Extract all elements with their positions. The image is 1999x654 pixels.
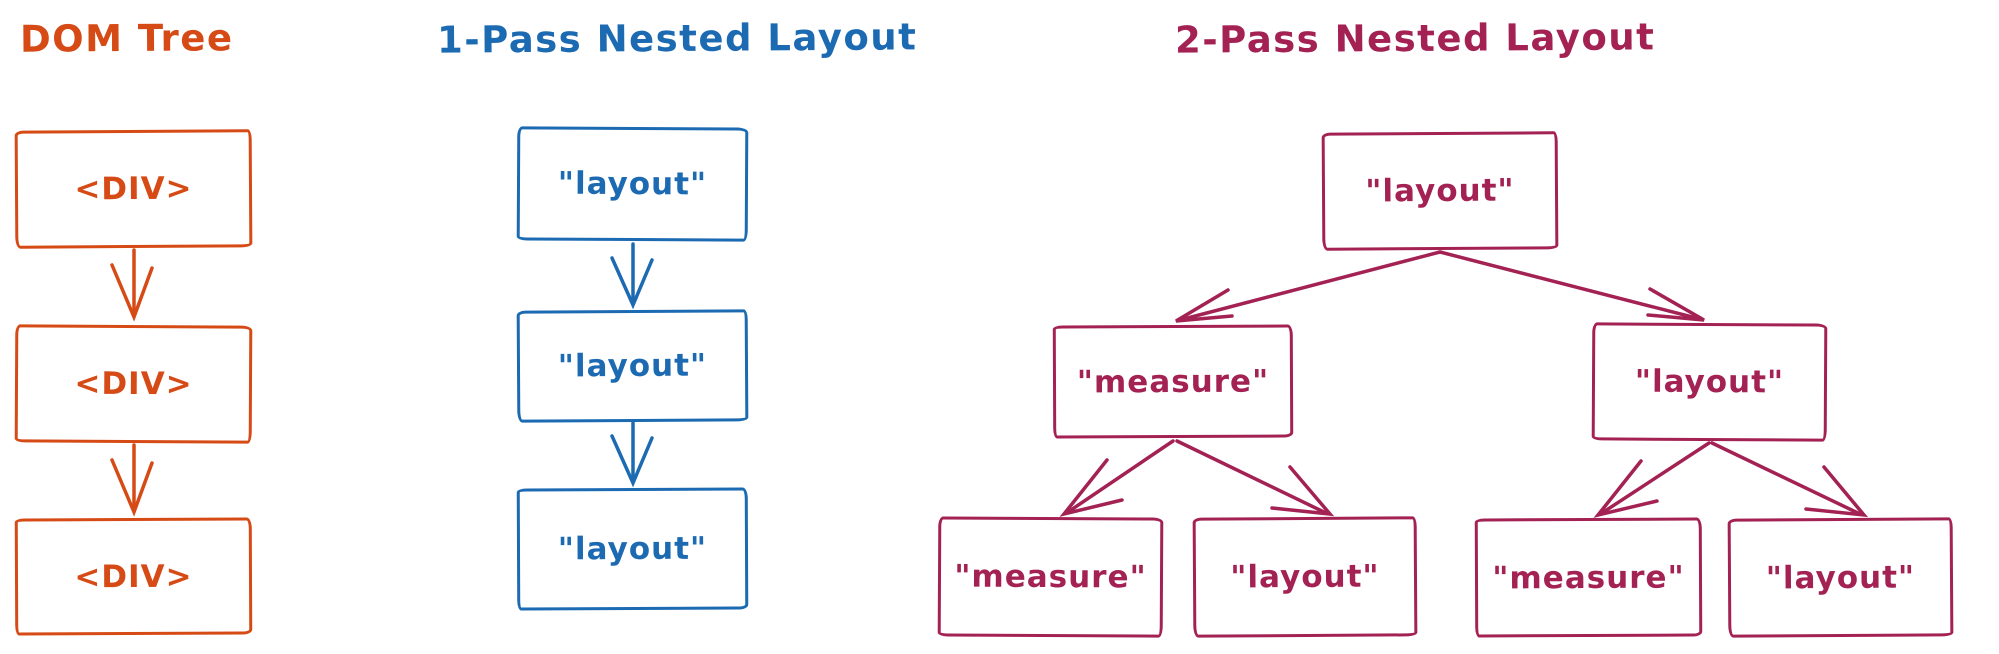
arrow-dom-1-2 [110,248,154,322]
arrow-one-pass-2-3 [610,421,654,488]
dom-tree-node-1-label: <DIV> [74,170,193,208]
arrow-two-pass-measure-measure [1059,439,1175,517]
arrow-two-pass-layout-measure [1593,441,1711,518]
arrow-two-pass-root-measure [1175,250,1442,323]
one-pass-node-2-label: "layout" [557,347,708,385]
two-pass-l3-layout-2-node: "layout" [1727,517,1954,638]
two-pass-l2-measure-node: "measure" [1052,324,1294,439]
one-pass-node-3-label: "layout" [557,530,708,568]
dom-tree-node-2-label: <DIV> [74,365,193,403]
one-pass-title: 1-Pass Nested Layout [436,15,918,62]
two-pass-l3-layout-1-label: "layout" [1230,558,1380,596]
dom-tree-node-3: <DIV> [14,517,253,636]
one-pass-node-3: "layout" [516,487,749,611]
two-pass-l2-measure-label: "measure" [1076,363,1270,400]
arrow-two-pass-layout-layout [1710,441,1869,518]
dom-tree-node-2: <DIV> [14,324,253,444]
dom-tree-title: DOM Tree [19,16,234,61]
two-pass-l2-layout-label: "layout" [1634,363,1785,401]
arrow-two-pass-root-layout [1438,250,1705,322]
two-pass-l3-measure-2-node: "measure" [1474,517,1703,638]
one-pass-node-2: "layout" [516,309,749,423]
one-pass-node-1: "layout" [516,126,749,242]
one-pass-node-1-label: "layout" [557,165,708,203]
arrow-two-pass-measure-layout [1175,439,1335,517]
two-pass-root-node: "layout" [1321,131,1559,251]
two-pass-l2-layout-node: "layout" [1591,322,1828,442]
arrow-dom-2-3 [110,443,154,517]
two-pass-title: 2-Pass Nested Layout [1174,15,1656,62]
two-pass-l3-layout-1-node: "layout" [1192,516,1418,638]
dom-tree-node-1: <DIV> [14,129,253,249]
two-pass-root-label: "layout" [1365,172,1515,210]
two-pass-l3-measure-1-label: "measure" [954,558,1147,596]
two-pass-l3-layout-2-label: "layout" [1765,559,1916,596]
two-pass-l3-measure-2-label: "measure" [1492,559,1685,596]
arrow-one-pass-1-2 [610,242,654,310]
two-pass-l3-measure-1-node: "measure" [937,516,1164,638]
dom-tree-node-3-label: <DIV> [74,558,193,595]
